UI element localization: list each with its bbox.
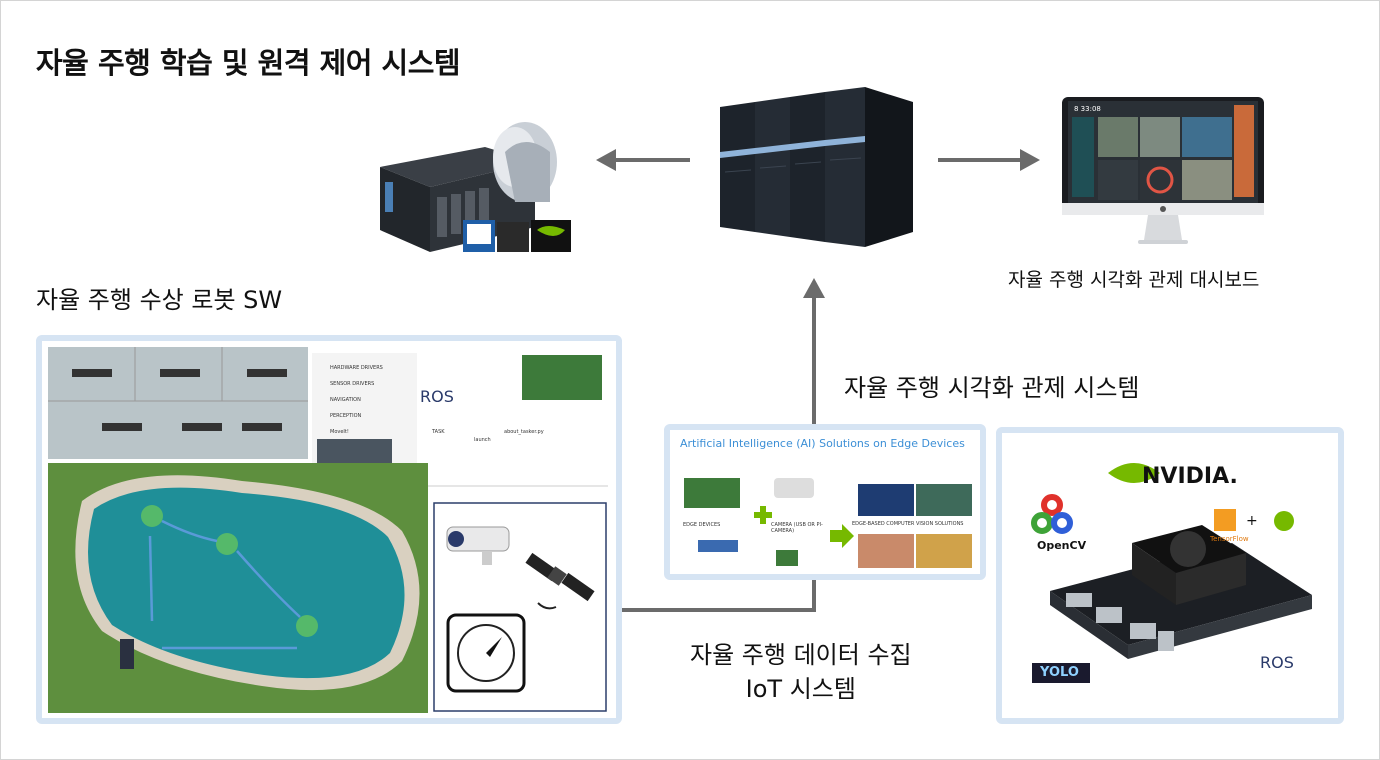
ros-input-2: NAVIGATION — [330, 397, 361, 403]
ros-logo: ROS — [1260, 653, 1294, 672]
label-visual-control: 자율 주행 시각화 관제 시스템 — [844, 374, 1140, 402]
label-dashboard: 자율 주행 시각화 관제 대시보드 — [1008, 269, 1260, 291]
cctv-camera-icon — [446, 526, 510, 565]
ai-training-server — [380, 122, 571, 252]
server-rack — [720, 87, 913, 247]
edge-panel-title: Artificial Intelligence (AI) Solutions o… — [680, 437, 965, 450]
edge-ai-panel — [664, 424, 986, 580]
label-iot-line2: IoT 시스템 — [745, 675, 856, 703]
arrow-right-icon — [938, 149, 1040, 171]
iot-connector-line — [622, 576, 816, 612]
ros-script: about_tasker.py — [504, 429, 544, 435]
yolo-label: YOLO — [1040, 665, 1079, 680]
opencv-logo-icon — [1031, 494, 1073, 534]
tensorflow-label: TensorFlow — [1210, 535, 1249, 543]
gpu-logo-icon — [463, 220, 571, 252]
ros-input-4: MoveIt! — [330, 429, 349, 435]
plus-sign: + — [1246, 513, 1258, 529]
satellite-icon — [525, 552, 595, 610]
robot-sw-collage — [48, 347, 608, 713]
label-robot-sw: 자율 주행 수상 로봇 SW — [36, 286, 283, 314]
label-iot-line1: 자율 주행 데이터 수집 — [690, 641, 912, 669]
ros-core: ROS — [420, 387, 454, 406]
label-iot-system: 자율 주행 데이터 수집 IoT 시스템 — [690, 638, 912, 706]
camera-label: CAMERA (USB OR PI-CAMERA) — [771, 522, 823, 534]
ros-input-1: SENSOR DRIVERS — [330, 381, 375, 387]
ros-input-0: HARDWARE DRIVERS — [330, 365, 383, 371]
yolo-logo-icon — [1032, 663, 1090, 683]
dashboard-clock: 8 33:08 — [1074, 105, 1101, 113]
ros-input-3: PERCEPTION — [330, 413, 362, 419]
ros-task: TASK — [432, 429, 445, 435]
robot-sw-panel: HARDWARE DRIVERS SENSOR DRIVERS NAVIGATI… — [36, 335, 622, 724]
page-title: 자율 주행 학습 및 원격 제어 시스템 — [36, 46, 461, 80]
dashboard-monitor: 8 33:08 — [1062, 97, 1264, 244]
arrow-up-icon — [803, 278, 825, 425]
arrow-left-icon — [596, 149, 690, 171]
ros-launch: launch — [474, 437, 491, 443]
jetson-panel: NVIDIA. OpenCV TensorFlow + YOLO ROS — [996, 427, 1344, 724]
opencv-label: OpenCV — [1037, 539, 1087, 552]
nvidia-logo: NVIDIA. — [1142, 464, 1238, 489]
jetson-graphics — [1031, 463, 1312, 683]
gauge-icon — [446, 613, 526, 693]
edge-devices-label: EDGE DEVICES — [683, 522, 721, 528]
solutions-label: EDGE-BASED COMPUTER VISION SOLUTIONS — [852, 521, 964, 527]
edge-ai-graphics — [684, 478, 972, 568]
